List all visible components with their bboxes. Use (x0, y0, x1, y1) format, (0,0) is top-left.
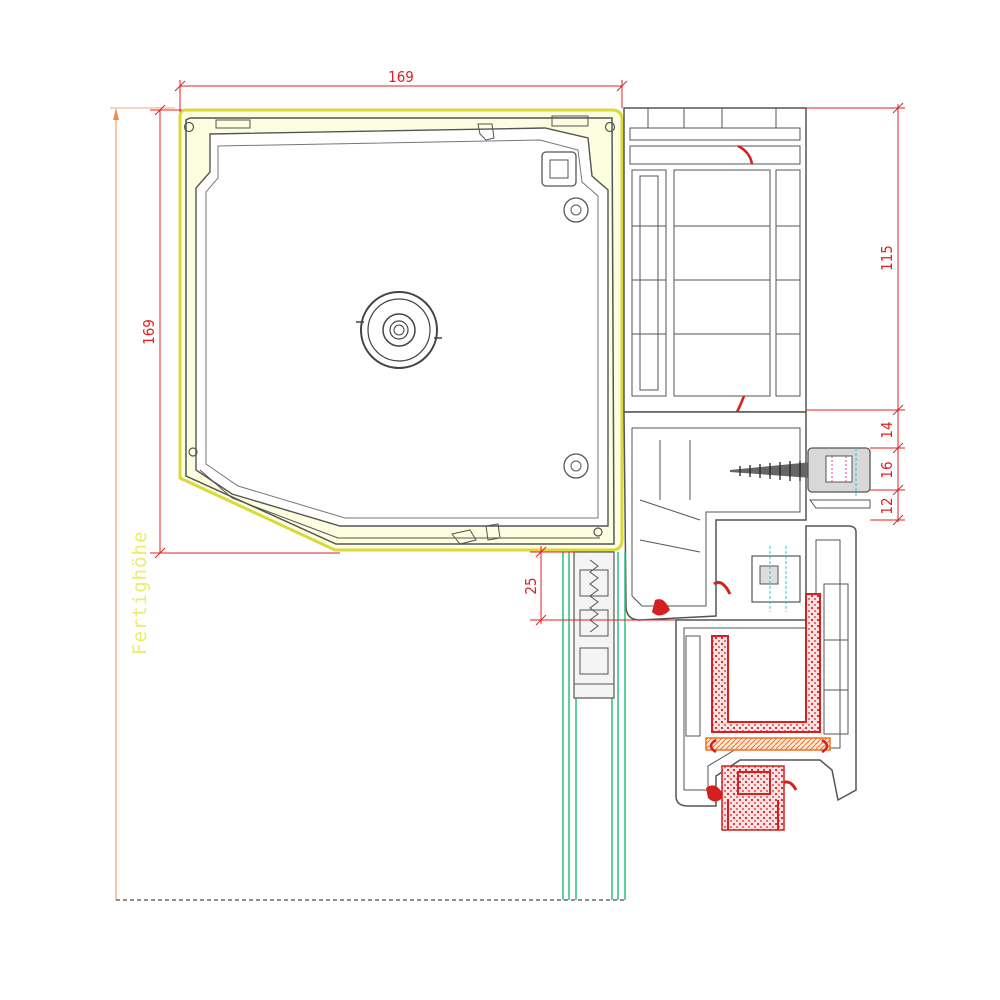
dimension-guide-offset: 25 (522, 577, 540, 594)
shutter-curtain-slats (573, 551, 615, 699)
frame-profile-upper (623, 107, 807, 425)
dimension-box-height: 169 (140, 319, 158, 345)
dimension-lines (150, 80, 905, 626)
roller-shaft (356, 291, 442, 369)
dimension-frame-c: 12 (878, 497, 896, 514)
dimension-frame-a: 14 (878, 421, 896, 438)
dimension-frame-upper: 115 (878, 245, 896, 271)
dimension-box-width: 169 (388, 68, 414, 86)
sash-profile (675, 525, 857, 807)
shutter-box (178, 108, 624, 552)
frame-profile-lower (623, 411, 828, 621)
finished-height-reference (110, 107, 625, 901)
dimension-frame-b: 16 (878, 461, 896, 478)
glazing-unit (721, 765, 785, 831)
fixing-bracket (807, 447, 871, 509)
finished-height-label: Fertighöhe (129, 531, 151, 655)
